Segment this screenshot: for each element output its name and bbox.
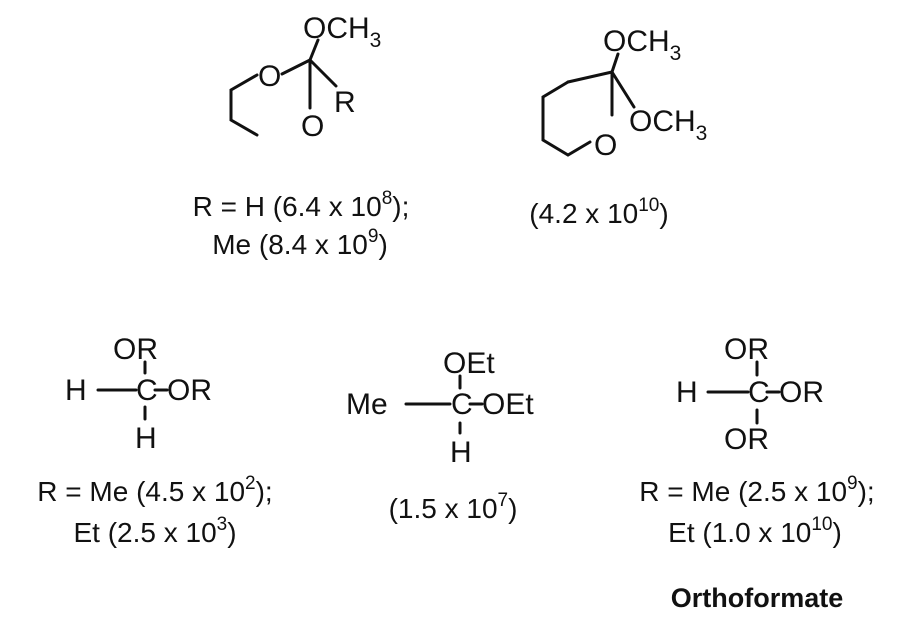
- compound-3-acetal: OR H C OR H R = Me (4.5 x 102); Et (2.5 …: [37, 333, 272, 548]
- dioxane-ring-bonds: [229, 73, 259, 137]
- acetal-c: C: [136, 374, 158, 407]
- diethoxy-me: Me: [346, 388, 388, 421]
- dioxane-bond-c2-r: [308, 58, 338, 88]
- compound-2-caption: (4.2 x 1010): [529, 195, 668, 229]
- ortho-or-right: OR: [779, 376, 824, 409]
- acetal-or-right: OR: [167, 374, 212, 407]
- compound-4-caption: (1.5 x 107): [389, 490, 518, 524]
- pyran-bond-c2-ome-top: [610, 52, 620, 74]
- compound-1-caption-line-1: R = H (6.4 x 108);: [193, 188, 410, 222]
- compound-5-caption-line-1: R = Me (2.5 x 109);: [639, 473, 874, 507]
- diethoxy-c: C: [451, 388, 473, 421]
- compound-3-caption-line-1: R = Me (4.5 x 102);: [37, 473, 272, 507]
- acetal-or-top: OR: [113, 333, 158, 366]
- compound-2-tetrahydropyran: O OCH3 OCH3 (4.2 x 1010): [529, 25, 707, 229]
- ortho-or-bottom: OR: [724, 423, 769, 456]
- pyran-bond-c2-ome-right: [610, 70, 636, 109]
- diethoxy-oet-right: OEt: [482, 388, 534, 421]
- acetal-h-left: H: [65, 374, 87, 407]
- ortho-h-left: H: [676, 376, 698, 409]
- pyran-ring-bonds: [541, 80, 592, 157]
- compound-4-diethoxyethane: OEt Me C OEt H (1.5 x 107): [346, 347, 534, 524]
- atom-o-3: O: [301, 110, 324, 143]
- acetal-h-bottom: H: [135, 422, 157, 455]
- methoxy-label-right: OCH3: [629, 105, 707, 145]
- ortho-or-top: OR: [724, 333, 769, 366]
- compound-1-caption-line-2: Me (8.4 x 109): [212, 226, 388, 260]
- diethoxy-h-bottom: H: [450, 436, 472, 469]
- ortho-c: C: [748, 376, 770, 409]
- atom-r: R: [334, 86, 356, 119]
- methoxy-label-top: OCH3: [603, 25, 681, 65]
- pyran-bond-c3-c2: [566, 70, 614, 84]
- atom-o-1: O: [258, 60, 281, 93]
- diethoxy-oet-top: OEt: [443, 347, 495, 380]
- compound-5-caption-line-2: Et (1.0 x 1010): [668, 514, 842, 548]
- compound-1-dioxane: O O R OCH3 R = H (6.4 x 108); Me (8.4 x …: [193, 12, 410, 260]
- atom-o-ring: O: [594, 129, 617, 162]
- methoxy-label: OCH3: [303, 12, 381, 52]
- compound-3-caption-line-2: Et (2.5 x 103): [73, 514, 236, 548]
- dioxane-bond-o1-c2: [280, 58, 312, 76]
- dioxane-bond-c2-ome: [308, 38, 320, 62]
- compound-5-orthoformate: OR H C OR OR R = Me (2.5 x 109); Et (1.0…: [639, 333, 874, 613]
- orthoformate-label: Orthoformate: [671, 583, 844, 613]
